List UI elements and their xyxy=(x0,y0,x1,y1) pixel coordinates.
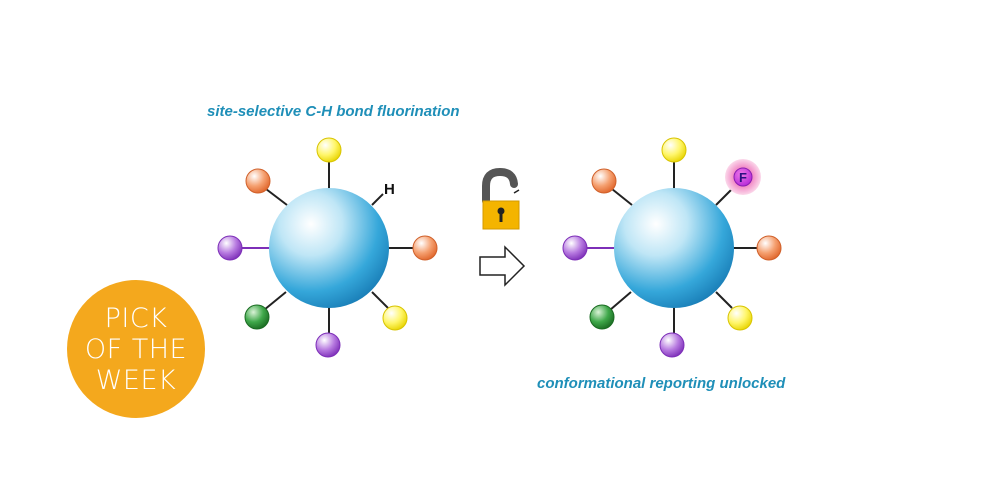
unlocked-padlock-icon xyxy=(482,167,520,230)
orange-ball-right xyxy=(756,235,782,261)
bond-bottom-right xyxy=(715,291,733,309)
reactant-molecule: H xyxy=(217,137,438,358)
purple-ball-bottom xyxy=(659,332,685,358)
core-sphere xyxy=(614,188,734,308)
pick-of-the-week-badge: PICK OF THE WEEK xyxy=(67,280,205,418)
result-caption: conformational reporting unlocked xyxy=(537,375,786,392)
right-arrow-icon xyxy=(479,245,526,287)
purple-ball-left xyxy=(562,235,588,261)
orange-ball-right xyxy=(412,235,438,261)
yellow-ball-bottom-right xyxy=(382,305,408,331)
green-ball-bottom-left xyxy=(589,304,615,330)
badge-line-2: OF THE xyxy=(84,333,188,365)
badge-line-1: PICK xyxy=(104,302,168,334)
reaction-caption: site-selective C-H bond fluorination xyxy=(207,103,460,120)
fluorine-label: F xyxy=(739,170,747,185)
product-molecule: F xyxy=(562,137,782,358)
hydrogen-label: H xyxy=(384,181,395,198)
bond-bottom-right xyxy=(371,291,389,309)
yellow-ball-top xyxy=(661,137,687,163)
yellow-ball-bottom-right xyxy=(727,305,753,331)
bond-bottom-left xyxy=(609,291,632,311)
badge-line-3: WEEK xyxy=(95,364,177,396)
orange-ball-top-left xyxy=(245,168,271,194)
core-sphere xyxy=(269,188,389,308)
purple-ball-left xyxy=(217,235,243,261)
fluorine-atom: F xyxy=(725,159,761,195)
bond-top-left xyxy=(611,188,633,206)
green-ball-bottom-left xyxy=(244,304,270,330)
orange-ball-top-left xyxy=(591,168,617,194)
bond-top-right-ch xyxy=(371,193,384,206)
bond-bottom-left xyxy=(263,291,287,311)
bond-top-left xyxy=(265,188,288,206)
yellow-ball-top xyxy=(316,137,342,163)
purple-ball-bottom xyxy=(315,332,341,358)
